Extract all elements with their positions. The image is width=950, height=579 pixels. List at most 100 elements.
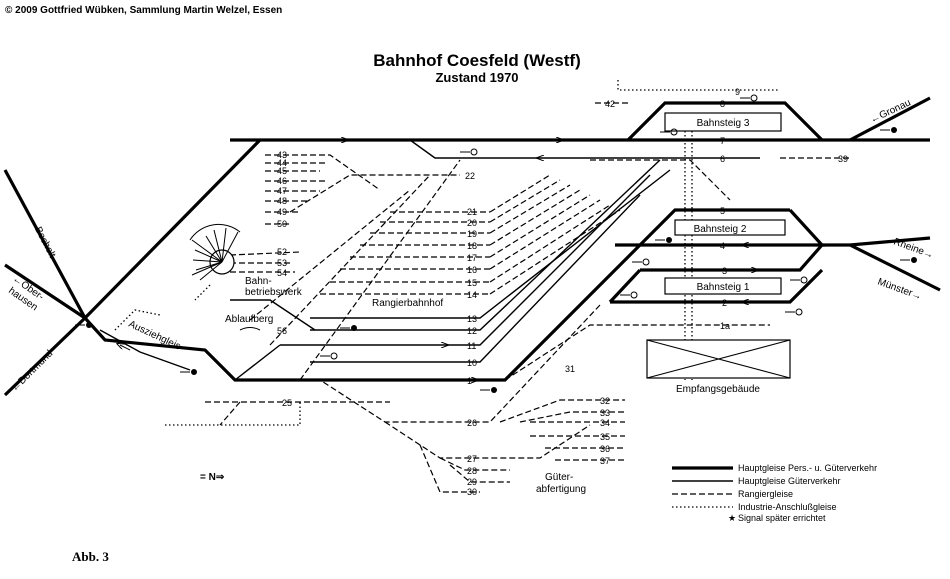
bw-label-2: betriebswerk bbox=[245, 287, 303, 298]
legend-item-industry: Industrie-Anschlußgleise bbox=[738, 502, 837, 512]
track-3-2-link bbox=[608, 268, 642, 304]
track-number: 15 bbox=[467, 278, 477, 288]
hump-icon bbox=[239, 327, 261, 331]
track-number: 4 bbox=[720, 241, 725, 251]
track-number: 36 bbox=[600, 444, 610, 454]
track-number: 42 bbox=[605, 99, 615, 109]
signal-icon bbox=[632, 258, 650, 266]
track-number: 37 bbox=[600, 456, 610, 466]
platforms: Bahnsteig 3 Bahnsteig 2 Bahnsteig 1 bbox=[664, 112, 786, 295]
signal-icon bbox=[660, 128, 678, 136]
track-number: 50 bbox=[277, 219, 287, 229]
track-30 bbox=[419, 444, 480, 493]
track-25-branch bbox=[219, 401, 241, 426]
track-oberhausen bbox=[4, 263, 86, 320]
legend-star-icon: ★ bbox=[728, 513, 736, 523]
signal-symbols bbox=[75, 94, 917, 393]
track-number: 8 bbox=[720, 99, 725, 109]
track-number: 32 bbox=[600, 396, 610, 406]
platform-2 bbox=[674, 219, 786, 236]
track-number: 3 bbox=[722, 266, 727, 276]
track-number: 27 bbox=[467, 454, 477, 464]
freight-tracks bbox=[99, 139, 760, 381]
signal-icon bbox=[655, 237, 672, 243]
ladder-20 bbox=[489, 179, 561, 223]
track-number: 34 bbox=[600, 418, 610, 428]
track-3 bbox=[640, 243, 824, 272]
track-number: 30 bbox=[467, 487, 477, 497]
ladder-14 bbox=[489, 209, 621, 295]
signal-icon bbox=[880, 127, 897, 133]
track-33 bbox=[519, 411, 625, 423]
track-number: 5 bbox=[720, 206, 725, 216]
track-to-rheine bbox=[849, 236, 931, 247]
signal-icon bbox=[480, 387, 497, 393]
track-number: 56 bbox=[277, 326, 287, 336]
track-number: 43 bbox=[277, 150, 287, 160]
signal-icon bbox=[740, 94, 758, 102]
signal-icon bbox=[460, 148, 478, 156]
signal-icon bbox=[785, 308, 803, 316]
direction-dortmund: ←Dortmund bbox=[9, 348, 55, 394]
track-number: 18 bbox=[467, 241, 477, 251]
platform-1-label: Bahnsteig 1 bbox=[697, 282, 750, 293]
track-number: 47 bbox=[277, 186, 287, 196]
lead-diagonal-2 bbox=[269, 174, 431, 346]
industry-crossing bbox=[684, 115, 693, 380]
legend-item-shunting: Rangiergleise bbox=[738, 489, 793, 499]
track-8 bbox=[626, 101, 824, 142]
lead-diagonal-3 bbox=[249, 189, 411, 321]
track-number-labels: 9 8 42 7 6 39 5 4 3 2 1a 1 10 11 12 13 1… bbox=[277, 87, 848, 497]
signal-icon bbox=[900, 257, 917, 263]
signal-icon bbox=[620, 291, 638, 299]
track-number: 13 bbox=[467, 314, 477, 324]
track-number: 22 bbox=[465, 171, 475, 181]
ladder-16 bbox=[489, 199, 601, 270]
track-number: 21 bbox=[467, 207, 477, 217]
track-9 bbox=[617, 80, 780, 91]
rangierbahnhof-label: Rangierbahnhof bbox=[372, 298, 443, 309]
figure-label: Abb. 3 bbox=[72, 549, 109, 564]
track-52 bbox=[229, 251, 301, 256]
shunting-tracks bbox=[205, 102, 850, 493]
track-number: 54 bbox=[277, 268, 287, 278]
track-number: 35 bbox=[600, 432, 610, 442]
track-22 bbox=[289, 174, 460, 213]
platform-2-label: Bahnsteig 2 bbox=[694, 224, 747, 235]
ladder-19 bbox=[489, 184, 571, 234]
copyright-notice: © 2009 Gottfried Wübken, Sammlung Martin… bbox=[5, 5, 282, 16]
track-13 bbox=[310, 169, 671, 319]
track-7-ramp bbox=[83, 138, 262, 320]
bw-label-1: Bahn- bbox=[245, 276, 272, 287]
ausziehgleis-label: Ausziehgleis bbox=[127, 319, 183, 353]
platform-1 bbox=[664, 277, 782, 295]
legend-item-signal: Signal später errichtet bbox=[738, 513, 826, 523]
north-arrow: = N⇒ bbox=[200, 472, 225, 483]
track-1a bbox=[504, 324, 770, 381]
track-number: 19 bbox=[467, 229, 477, 239]
signal-icon bbox=[320, 352, 338, 360]
track-bocholt bbox=[3, 169, 87, 319]
track-number: 26 bbox=[467, 418, 477, 428]
track-to-gronau bbox=[849, 96, 931, 142]
track-56 bbox=[230, 299, 316, 331]
track-number: 53 bbox=[277, 258, 287, 268]
track-number: 14 bbox=[467, 290, 477, 300]
track-number: 33 bbox=[600, 408, 610, 418]
ladder-17 bbox=[489, 194, 591, 258]
track-number: 29 bbox=[467, 477, 477, 487]
track-number: 1 bbox=[467, 376, 472, 386]
ablaufberg-label: Ablaufberg bbox=[225, 314, 273, 325]
ladder-21 bbox=[489, 174, 551, 213]
ladder-18 bbox=[489, 189, 581, 246]
track-12 bbox=[310, 159, 661, 331]
track-number: 2 bbox=[722, 298, 727, 308]
industry-siding-bw bbox=[194, 284, 211, 301]
gueter-label-1: Güter- bbox=[545, 472, 573, 483]
track-number: 46 bbox=[277, 176, 287, 186]
track-number: 6 bbox=[720, 154, 725, 164]
ladder-15 bbox=[489, 204, 611, 283]
track-number: 31 bbox=[565, 364, 575, 374]
direction-arrows bbox=[120, 140, 760, 380]
